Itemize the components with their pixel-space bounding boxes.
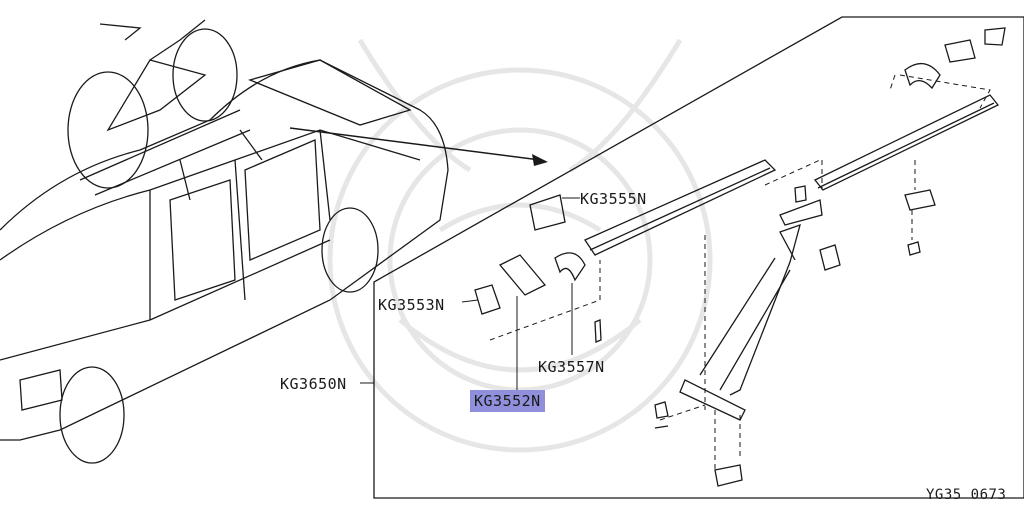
bicycle-illustration bbox=[67, 19, 263, 201]
detail-frame bbox=[373, 16, 1024, 499]
leader-lines bbox=[360, 197, 580, 392]
roof-rack-parts bbox=[474, 27, 1006, 487]
part-label-kg3555n: KG3555N bbox=[580, 190, 647, 208]
car-illustration bbox=[0, 59, 449, 464]
figure-code: YG35 0673 bbox=[926, 487, 1007, 503]
pointer-arrow-line bbox=[289, 127, 541, 161]
watermark-emblem bbox=[327, 38, 713, 453]
part-label-kg3553n: KG3553N bbox=[378, 296, 445, 314]
pointer-arrowhead bbox=[532, 154, 548, 166]
part-label-kg3650n: KG3650N bbox=[280, 375, 347, 393]
assembly-guide-lines bbox=[489, 74, 991, 470]
part-label-kg3552n-highlighted: KG3552N bbox=[470, 390, 545, 412]
part-label-kg3557n: KG3557N bbox=[538, 358, 605, 376]
